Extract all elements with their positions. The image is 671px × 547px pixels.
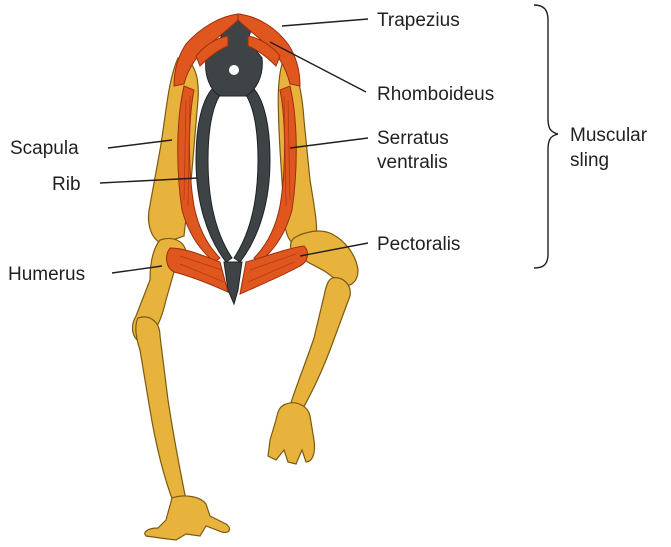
leader-serratus [289, 137, 369, 149]
leader-humerus [111, 265, 163, 274]
leader-rhomboideus [269, 41, 367, 93]
leader-trapezius [281, 18, 369, 27]
label-serratus-line1: Serratus [377, 128, 449, 149]
label-serratus-line2: ventralis [377, 152, 448, 173]
label-rhomboideus: Rhomboideus [377, 84, 494, 105]
muscles [166, 13, 308, 295]
leader-scapula [107, 139, 173, 149]
label-humerus: Humerus [8, 264, 85, 285]
label-trapezius: Trapezius [377, 10, 460, 31]
label-muscular-line1: Muscular [570, 125, 648, 146]
vertebra [205, 13, 263, 97]
vertebral-canal [229, 65, 239, 75]
muscle-fibres [179, 95, 297, 283]
label-rib: Rib [52, 174, 81, 195]
left-pectoralis [166, 247, 229, 293]
sternum [223, 261, 243, 306]
right-pectoralis [239, 245, 308, 295]
left-paw [144, 495, 231, 541]
right-trapezius [237, 13, 301, 87]
label-muscular-line2: sling [570, 150, 609, 171]
brace [533, 4, 559, 269]
left-trapezius [173, 13, 239, 87]
leader-pectoralis [299, 242, 369, 257]
label-pectoralis: Pectoralis [377, 234, 460, 255]
labels: Trapezius Rhomboideus Serratus ventralis… [8, 10, 648, 285]
leader-lines [99, 4, 559, 274]
left-rib [195, 83, 233, 263]
right-rib [233, 83, 271, 263]
left-rhomboideus [195, 35, 229, 67]
left-serratus-ventralis [177, 85, 221, 263]
right-rhomboideus [247, 35, 281, 67]
leader-rib [99, 177, 199, 184]
ribcage [195, 13, 271, 306]
label-scapula: Scapula [10, 138, 79, 159]
right-paw [267, 402, 316, 465]
left-forearm [135, 316, 187, 505]
right-forearm [289, 277, 351, 411]
